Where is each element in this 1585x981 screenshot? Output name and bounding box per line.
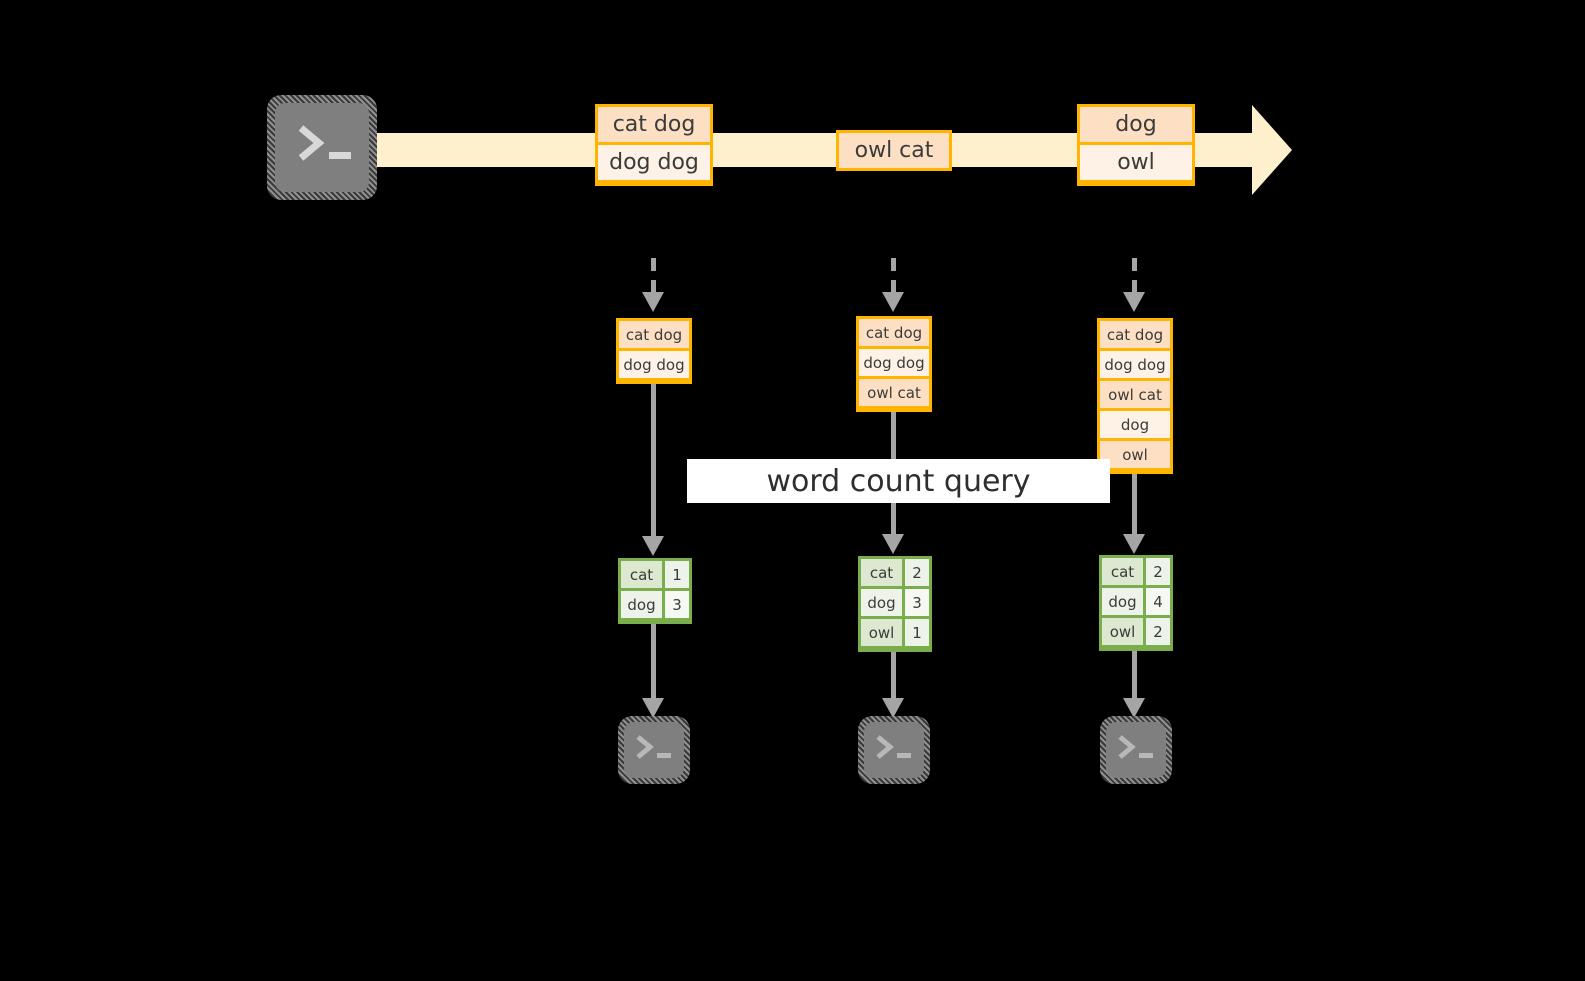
terminal-screen (864, 722, 924, 778)
table-row: owl 1 (861, 619, 929, 646)
buffer-line: dog dog (1100, 351, 1170, 378)
terminal-screen (275, 103, 369, 192)
stream-record-line: dog dog (598, 145, 710, 180)
stream-record-line: cat dog (598, 107, 710, 142)
count-cell: 3 (665, 591, 689, 618)
terminal-screen (624, 722, 684, 778)
stream-source-terminal-icon[interactable] (267, 95, 377, 200)
count-cell: 2 (1146, 618, 1170, 645)
buffer-line: owl (1100, 441, 1170, 468)
connector-stream-to-buffer-2 (882, 258, 904, 314)
buffer-line: dog dog (619, 351, 689, 378)
word-cell: dog (621, 591, 662, 618)
stream-record-line: dog (1080, 107, 1192, 142)
terminal-prompt-icon (298, 125, 351, 161)
table-row: dog 3 (621, 591, 689, 618)
table-row: dog 4 (1102, 588, 1170, 615)
buffer-line: owl cat (859, 379, 929, 406)
table-row: cat 2 (1102, 558, 1170, 585)
terminal-prompt-icon (1118, 735, 1153, 759)
word-cell: owl (861, 619, 902, 646)
buffer-box-2[interactable]: cat dog dog dog owl cat (856, 316, 932, 412)
word-cell: dog (861, 589, 902, 616)
connector-buffer-3-to-result-3 (1123, 474, 1145, 556)
result-table-3[interactable]: cat 2 dog 4 owl 2 (1099, 555, 1173, 651)
sink-terminal-icon-2[interactable] (858, 716, 930, 784)
buffer-line: cat dog (619, 321, 689, 348)
buffer-box-1[interactable]: cat dog dog dog (616, 318, 692, 384)
connector-result-2-to-sink-2 (882, 652, 904, 720)
table-row: cat 1 (621, 561, 689, 588)
buffer-line: dog (1100, 411, 1170, 438)
word-cell: dog (1102, 588, 1143, 615)
terminal-prompt-icon (876, 735, 911, 759)
stream-record-1[interactable]: cat dog dog dog (595, 104, 713, 186)
connector-result-1-to-sink-1 (642, 624, 664, 720)
buffer-line: dog dog (859, 349, 929, 376)
count-cell: 1 (665, 561, 689, 588)
table-row: owl 2 (1102, 618, 1170, 645)
stream-record-line: owl cat (839, 133, 949, 168)
sink-terminal-icon-1[interactable] (618, 716, 690, 784)
stream-record-2[interactable]: owl cat (836, 130, 952, 171)
result-table-2[interactable]: cat 2 dog 3 owl 1 (858, 556, 932, 652)
table-row: cat 2 (861, 559, 929, 586)
table-row: dog 3 (861, 589, 929, 616)
buffer-box-3[interactable]: cat dog dog dog owl cat dog owl (1097, 318, 1173, 474)
arrow-right-icon (1252, 105, 1292, 195)
connector-stream-to-buffer-3 (1123, 258, 1145, 314)
count-cell: 1 (905, 619, 929, 646)
word-cell: cat (861, 559, 902, 586)
count-cell: 3 (905, 589, 929, 616)
stream-record-line: owl (1080, 145, 1192, 180)
connector-stream-to-buffer-1 (642, 258, 664, 314)
buffer-line: cat dog (859, 319, 929, 346)
query-label-band: word count query (687, 459, 1110, 503)
result-table-1[interactable]: cat 1 dog 3 (618, 558, 692, 624)
word-cell: owl (1102, 618, 1143, 645)
connector-result-3-to-sink-3 (1123, 651, 1145, 720)
terminal-prompt-icon (636, 735, 671, 759)
stream-record-3[interactable]: dog owl (1077, 104, 1195, 186)
count-cell: 4 (1146, 588, 1170, 615)
connector-buffer-1-to-result-1 (642, 384, 664, 558)
word-cell: cat (1102, 558, 1143, 585)
buffer-line: cat dog (1100, 321, 1170, 348)
word-cell: cat (621, 561, 662, 588)
count-cell: 2 (905, 559, 929, 586)
sink-terminal-icon-3[interactable] (1100, 716, 1172, 784)
count-cell: 2 (1146, 558, 1170, 585)
terminal-screen (1106, 722, 1166, 778)
buffer-line: owl cat (1100, 381, 1170, 408)
